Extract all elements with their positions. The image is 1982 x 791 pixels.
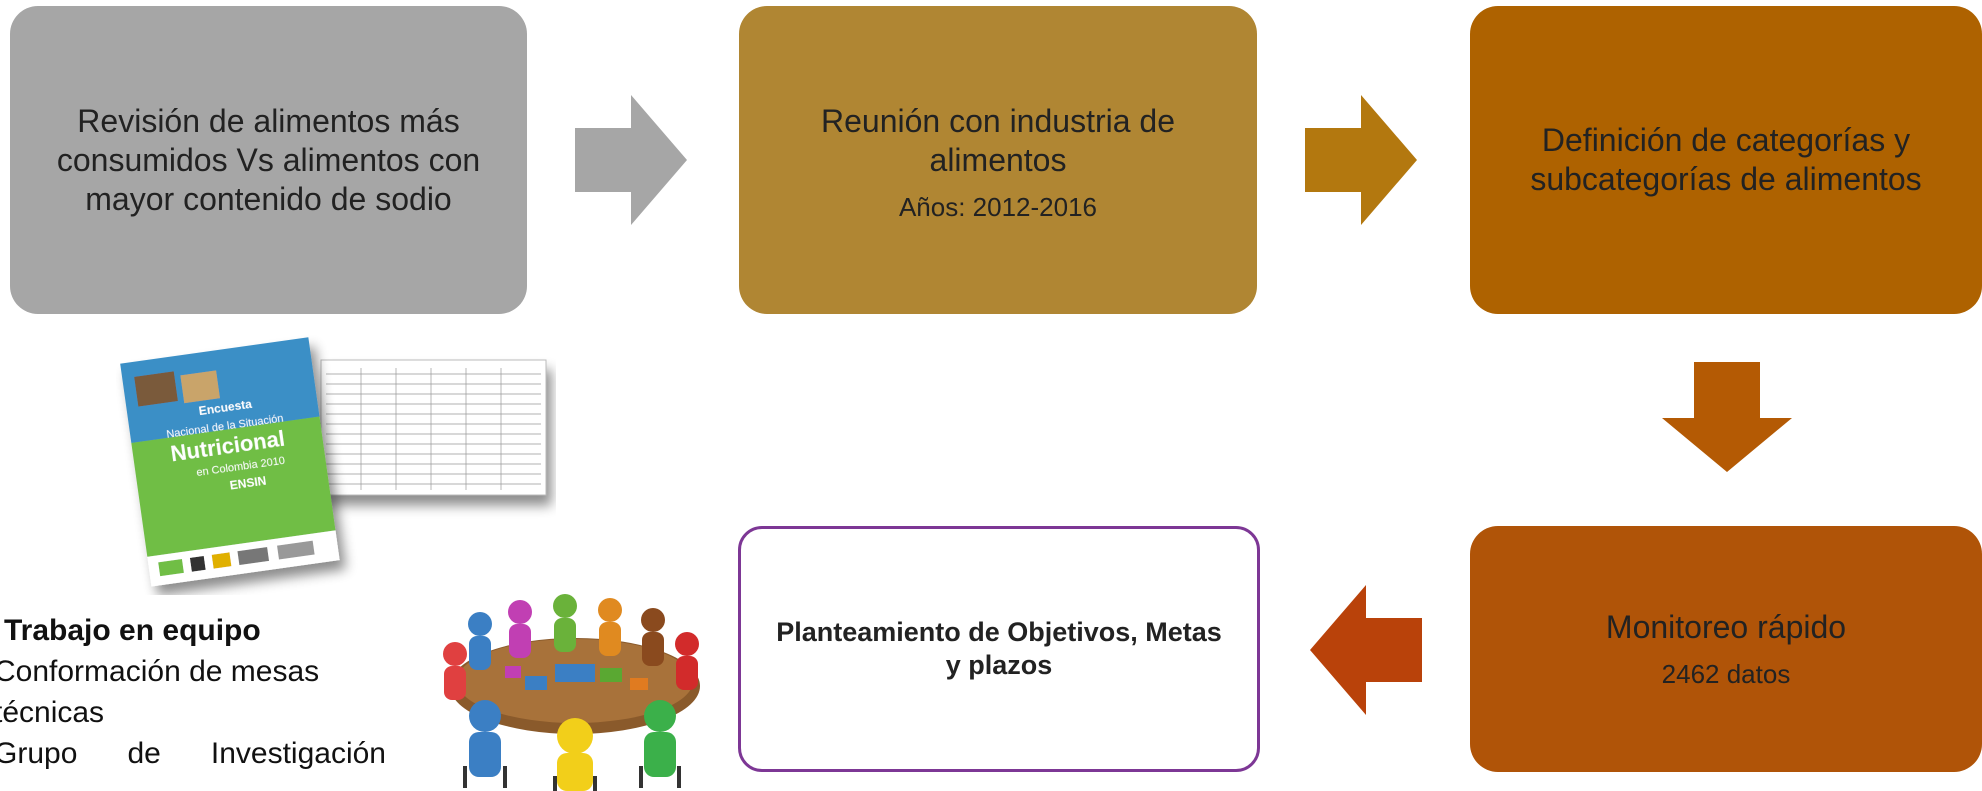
step-meeting-years: Años: 2012-2016 [898,191,1098,222]
arrow-left-icon [1310,585,1422,715]
data-table-sheet [320,359,547,496]
front-row-figures [469,700,676,791]
teamwork-line-1: Conformación de mesas [0,655,320,688]
step-meeting-title: Reunión con industria de alimentos [820,102,1175,178]
step-review-foods: Revisión de alimentos más consumidos Vs … [10,6,527,314]
teamwork-heading: Trabajo en equipo [4,614,261,647]
arrow-down-icon [1662,362,1792,472]
survey-book-image: Encuesta Nacional de la Situación Nutric… [120,337,547,587]
step-categories: Definición de categorías y subcategorías… [1470,6,1982,314]
teamwork-line-3: Grupo de Investigación [0,737,386,770]
step-monitoring-count: 2462 datos [1661,659,1791,689]
step-objectives-text: Planteamiento de Objetivos, Metas y plaz… [776,617,1222,680]
back-row-figures [443,594,699,700]
step-categories-text: Definición de categorías y subcategorías… [1530,122,1922,197]
step-review-text: Revisión de alimentos más consumidos Vs … [56,102,481,217]
step-industry-meeting: Reunión con industria de alimentos Años:… [739,6,1257,314]
step-objectives: Planteamiento de Objetivos, Metas y plaz… [738,526,1260,772]
arrow-right-gray-icon [575,95,687,225]
step-monitoring-title: Monitoreo rápido [1605,609,1847,645]
cover-line-5: ENSIN [229,474,267,493]
survey-cover: Encuesta Nacional de la Situación Nutric… [120,337,340,587]
step-monitoring: Monitoreo rápido 2462 datos [1470,526,1982,772]
teamwork-line-2: técnicas [0,696,105,729]
team-meeting-image [443,594,700,791]
arrow-right-gold-icon [1305,95,1417,225]
teamwork-section: Trabajo en equipo Conformación de mesas … [0,610,400,774]
